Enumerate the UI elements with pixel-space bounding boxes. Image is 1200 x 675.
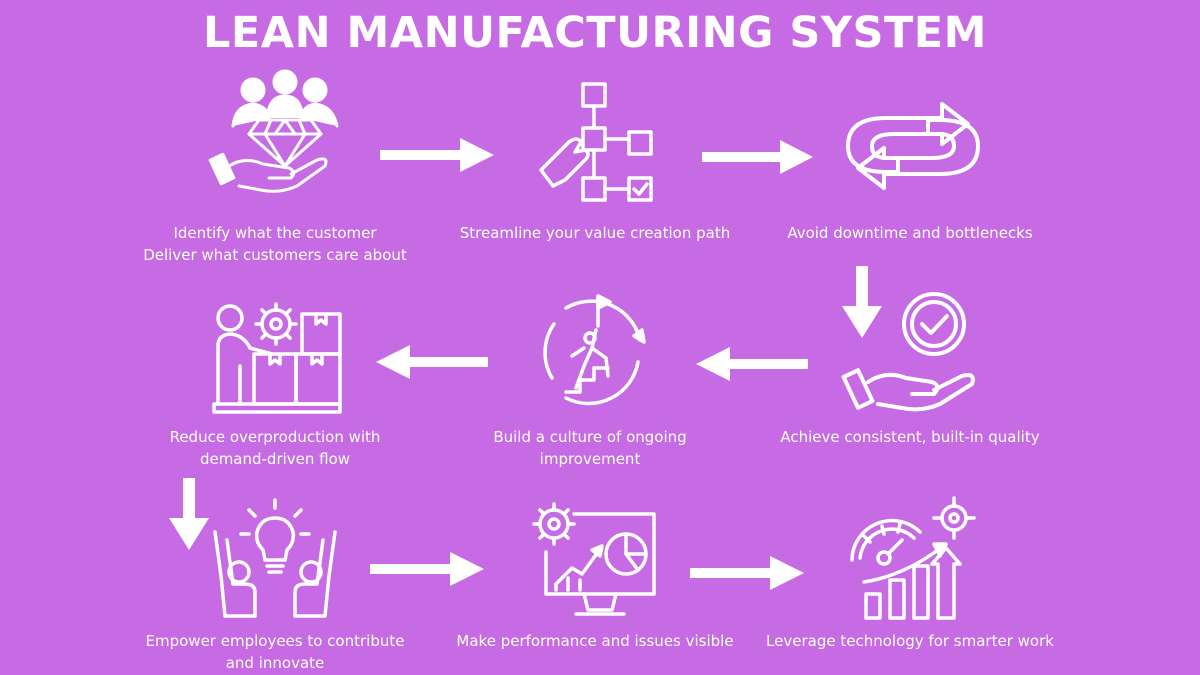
value-stream-flowchart-icon — [535, 80, 660, 205]
step-label-built-in-quality: Achieve consistent, built-in quality — [780, 428, 1040, 446]
step-label-avoid-downtime: Avoid downtime and bottlenecks — [787, 224, 1033, 242]
step-label-streamline: Streamline your value creation path — [459, 224, 731, 242]
flow-arrow-right — [380, 138, 495, 172]
flow-arrow-right — [702, 140, 814, 174]
flow-arrow-down — [169, 478, 209, 550]
pull-production-worker-boxes-icon — [210, 296, 345, 414]
improvement-climber-flag-icon — [536, 292, 654, 410]
flow-arrow-right — [370, 552, 485, 586]
continuous-flow-arrows-icon — [838, 96, 988, 196]
step-label-performance-visible: Make performance and issues visible — [456, 632, 734, 650]
step-label-leverage-technology: Leverage technology for smarter work — [766, 632, 1054, 650]
flow-arrow-left — [376, 345, 488, 379]
technology-growth-gauge-icon — [842, 496, 982, 622]
quality-check-hand-icon — [841, 292, 981, 420]
page-title: LEAN MANUFACTURING SYSTEM — [203, 8, 987, 58]
performance-dashboard-monitor-icon — [528, 498, 660, 622]
flow-arrow-down — [842, 266, 882, 338]
flow-arrow-right — [690, 556, 805, 590]
customer-value-diamond-hand-icon — [205, 68, 345, 203]
empowered-employees-lightbulb-icon — [205, 498, 345, 623]
flow-arrow-left — [696, 347, 808, 381]
